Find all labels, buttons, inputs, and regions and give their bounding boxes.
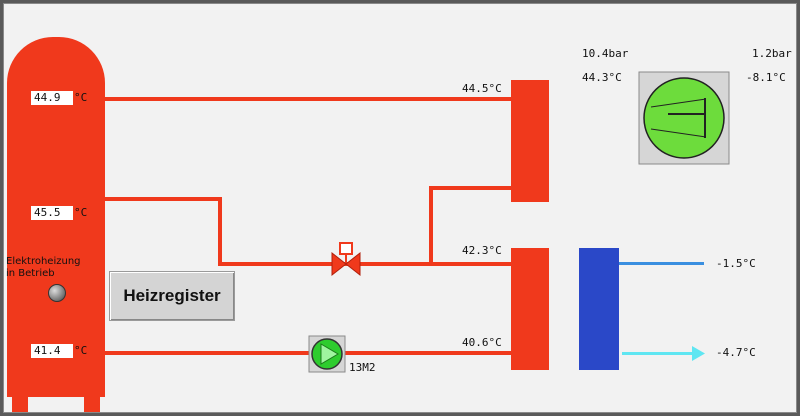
heater-status-line1: Elektroheizung	[6, 256, 81, 267]
heat-exchanger-top	[511, 80, 549, 202]
exchanger-bottom-inlet-temp: 42.3°C	[462, 244, 502, 257]
brine-in-line	[622, 352, 696, 355]
brine-out-line	[619, 262, 704, 265]
tank-top-temp: 44.9	[31, 91, 73, 105]
tank-leg-left	[12, 374, 28, 412]
pipe-valve-line	[218, 262, 512, 266]
pipe-mid-out	[105, 197, 221, 201]
tank-mid-temp: 45.5	[31, 206, 73, 220]
pipe-mid-drop	[218, 197, 222, 265]
mixing-valve-icon[interactable]	[330, 241, 364, 281]
pump-label: 13M2	[349, 361, 376, 374]
hp-temp-left: 44.3°C	[582, 71, 622, 84]
evaporator	[579, 248, 619, 370]
tank-leg-right	[84, 374, 100, 412]
hp-temp-right: -8.1°C	[746, 71, 786, 84]
compressor-icon[interactable]	[638, 71, 730, 165]
exchanger-top-inlet-temp: 44.5°C	[462, 82, 502, 95]
pipe-top-supply	[105, 97, 512, 101]
heater-status-line2: in Betrieb	[6, 268, 55, 279]
heater-status-text: Elektroheizung in Betrieb	[6, 256, 81, 280]
heat-exchanger-bottom	[511, 248, 549, 370]
tank-bottom-temp-unit: °C	[74, 344, 88, 357]
heater-indicator-lamp	[48, 284, 66, 302]
pump-icon[interactable]	[308, 335, 346, 373]
brine-in-temp: -4.7°C	[716, 346, 756, 359]
tank-top-temp-unit: °C	[74, 91, 88, 104]
hp-pressure-right: 1.2bar	[752, 47, 792, 60]
hp-pressure-left: 10.4bar	[582, 47, 629, 60]
pipe-riser	[429, 186, 433, 266]
tank-bottom-temp: 41.4	[31, 344, 73, 358]
hmi-screen: 44.9 °C 45.5 °C 41.4 °C Elektroheizung i…	[3, 3, 797, 413]
tank-mid-temp-unit: °C	[74, 206, 88, 219]
pipe-riser-top	[429, 186, 512, 190]
arrow-right-icon	[692, 346, 705, 361]
exchanger-bottom-return-temp: 40.6°C	[462, 336, 502, 349]
heizregister-button[interactable]: Heizregister	[109, 271, 235, 321]
brine-out-temp: -1.5°C	[716, 257, 756, 270]
